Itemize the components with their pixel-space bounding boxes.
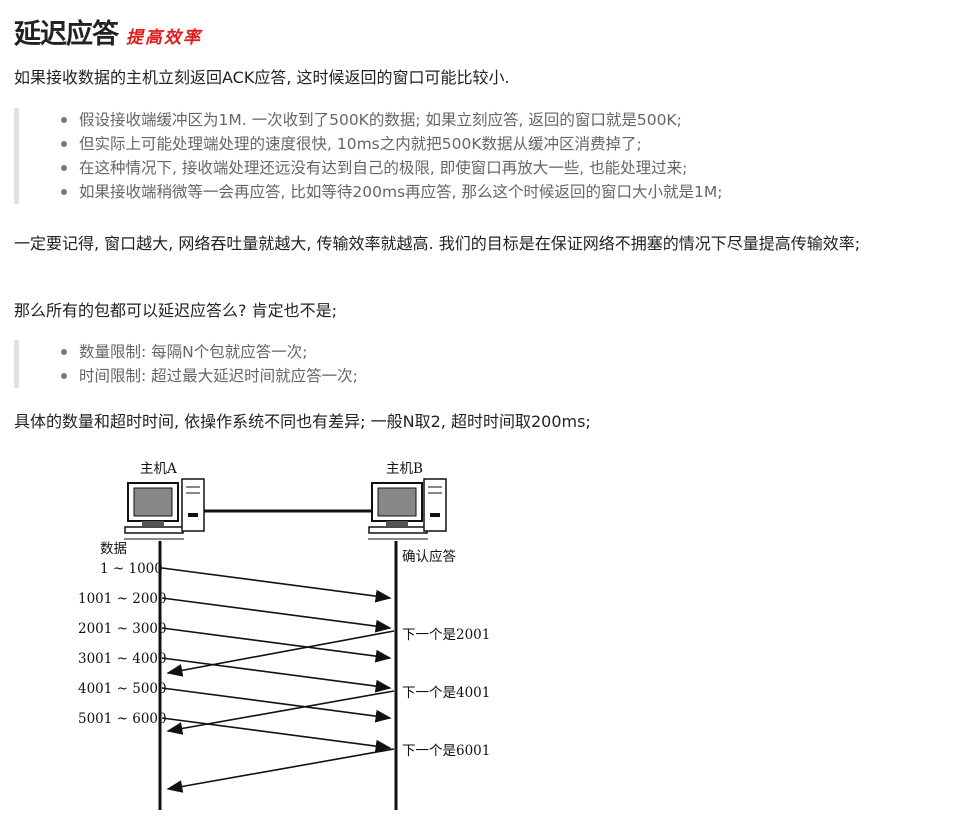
ack-arrow [166,630,395,677]
data-arrow [161,717,392,753]
host-a-computer-icon [124,478,205,540]
data-label: 数据 [100,541,127,557]
list-item: 在这种情况下, 接收端处理还远没有达到自己的极限, 即使窗口再放大一些, 也能处… [61,156,914,180]
segment-label: 1001 ~ 2000 [78,591,167,607]
limits-list: 数量限制: 每隔N个包就应答一次; 时间限制: 超过最大延迟时间就应答一次; [19,340,914,388]
ack-arrow [166,748,395,793]
data-arrow [161,567,392,603]
title-main: 延迟应答 [14,19,119,50]
blockquote-window-example: 假设接收端缓冲区为1M. 一次收到了500K的数据; 如果立刻应答, 返回的窗口… [14,108,914,204]
list-item: 时间限制: 超过最大延迟时间就应答一次; [61,364,914,388]
page-title: 延迟应答 提高效率 [14,12,202,51]
segment-label: 5001 ~ 6000 [78,711,167,727]
data-arrow [161,597,392,633]
intro-paragraph: 如果接收数据的主机立刻返回ACK应答, 这时候返回的窗口可能比较小. [14,68,510,87]
data-arrow [161,687,392,723]
window-example-list: 假设接收端缓冲区为1M. 一次收到了500K的数据; 如果立刻应答, 返回的窗口… [19,108,914,204]
data-arrow [161,657,392,693]
segment-label: 4001 ~ 5000 [78,681,167,697]
ack-label: 确认应答 [402,548,456,565]
title-subtitle: 提高效率 [126,28,202,48]
segment-label: 3001 ~ 4000 [78,651,167,667]
list-item: 如果接收端稍微等一会再应答, 比如等待200ms再应答, 那么这个时候返回的窗口… [61,180,914,204]
list-item: 但实际上可能处理端处理的速度很快, 10ms之内就把500K数据从缓冲区消费掉了… [61,132,914,156]
ack-text: 下一个是2001 [402,627,490,643]
ack-text: 下一个是6001 [402,743,490,759]
segment-label: 2001 ~ 3000 [78,621,167,637]
list-item: 数量限制: 每隔N个包就应答一次; [61,340,914,364]
question-paragraph: 那么所有的包都可以延迟应答么? 肯定也不是; [14,301,337,320]
detail-paragraph: 具体的数量和超时时间, 依操作系统不同也有差异; 一般N取2, 超时时间取200… [14,412,591,431]
list-item: 假设接收端缓冲区为1M. 一次收到了500K的数据; 如果立刻应答, 返回的窗口… [61,108,914,132]
blockquote-limits: 数量限制: 每隔N个包就应答一次; 时间限制: 超过最大延迟时间就应答一次; [14,340,914,388]
segment-label: 1 ~ 1000 [100,561,163,577]
host-a-label: 主机A [140,461,177,477]
data-arrow [161,627,392,663]
delayed-ack-diagram: 主机A 主机B 数据 确认应答 1 ~ 1000 1001 ~ 2000 200… [78,461,490,810]
host-b-computer-icon [368,478,447,540]
remember-paragraph: 一定要记得, 窗口越大, 网络吞吐量就越大, 传输效率就越高. 我们的目标是在保… [14,234,861,253]
host-b-label: 主机B [386,461,423,477]
ack-arrow [166,690,395,735]
ack-text: 下一个是4001 [402,685,490,701]
